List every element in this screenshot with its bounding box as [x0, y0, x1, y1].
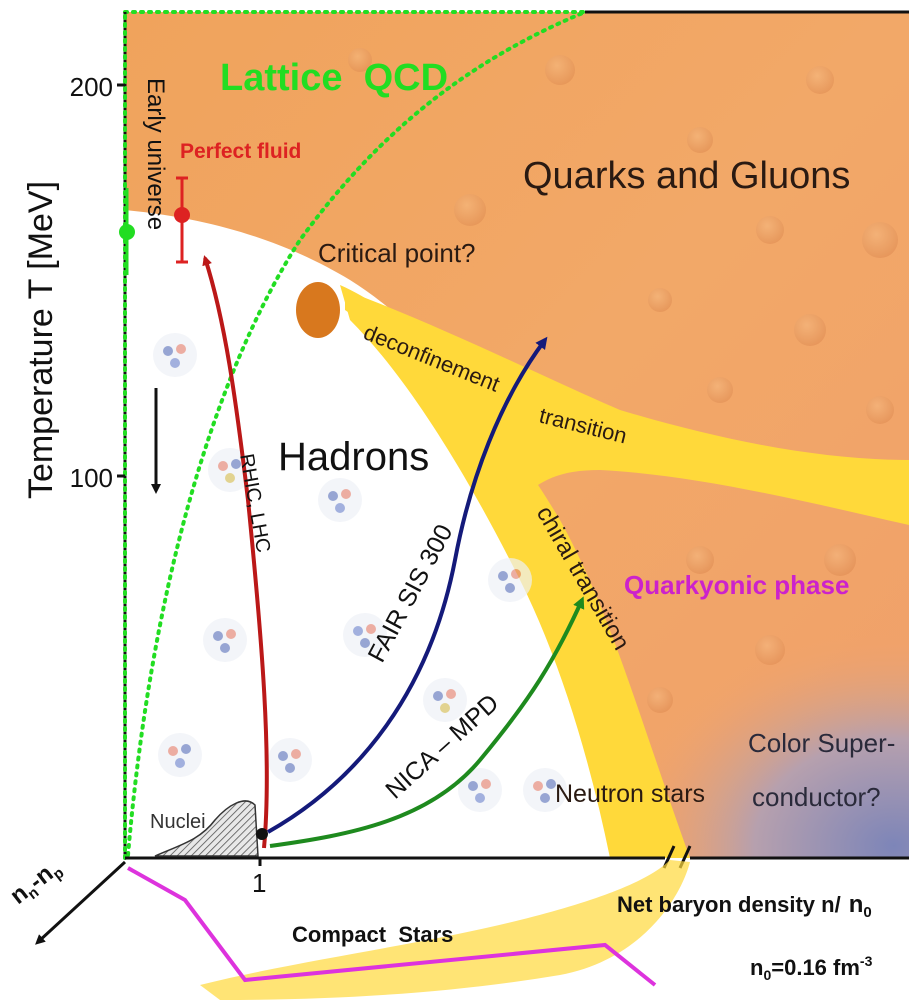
early-universe-label: Early universe — [142, 78, 169, 230]
rhic-lhc-arrow — [202, 255, 269, 849]
nica-mpd-arrow — [269, 596, 585, 848]
x-axis-label: Net baryon density n/n0 — [617, 891, 872, 921]
deconfinement-band — [345, 290, 909, 525]
perfect-fluid-label: Perfect fluid — [180, 140, 301, 163]
compact-stars-label: Compact Stars — [292, 922, 453, 947]
qgp-label: Quarks and Gluons — [523, 155, 850, 197]
color-superconductor-label-1: Color Super- — [748, 728, 895, 758]
lattice-qcd-label: Lattice QCD — [220, 57, 448, 99]
qgp-texture — [348, 48, 898, 713]
hadron-particles — [153, 333, 567, 812]
color-superconductor-label-2: conductor? — [752, 782, 881, 812]
ytick-label-200: 200 — [70, 72, 113, 102]
hadrons-label: Hadrons — [278, 435, 429, 479]
chiral-transition-band — [340, 285, 690, 858]
lattice-tc-point — [119, 224, 135, 240]
perfect-fluid-point — [174, 207, 190, 223]
y-axis-label: Temperature T [MeV] — [22, 181, 60, 499]
critical-point-label: Critical point? — [318, 238, 476, 268]
compact-stars-band — [200, 860, 690, 1000]
ytick-label-100: 100 — [70, 463, 113, 493]
nuclei-label: Nuclei — [150, 811, 206, 833]
neutron-stars-label: Neutron stars — [555, 780, 705, 808]
nuclei-region — [154, 800, 259, 857]
fair-sis300-arrow — [267, 336, 548, 834]
critical-point-marker — [296, 282, 340, 338]
compact-stars-line — [127, 866, 657, 987]
lattice-qcd-boundary-curve — [126, 10, 587, 857]
isospin-axis-label: nn-np — [5, 854, 67, 912]
quarkyonic-label: Quarkyonic phase — [624, 570, 849, 600]
isospin-axis — [35, 860, 127, 945]
trajectory-origin — [256, 828, 268, 840]
saturation-density-note: n0=0.16 fm-3 — [750, 953, 873, 983]
xtick-label-1: 1 — [252, 868, 266, 898]
